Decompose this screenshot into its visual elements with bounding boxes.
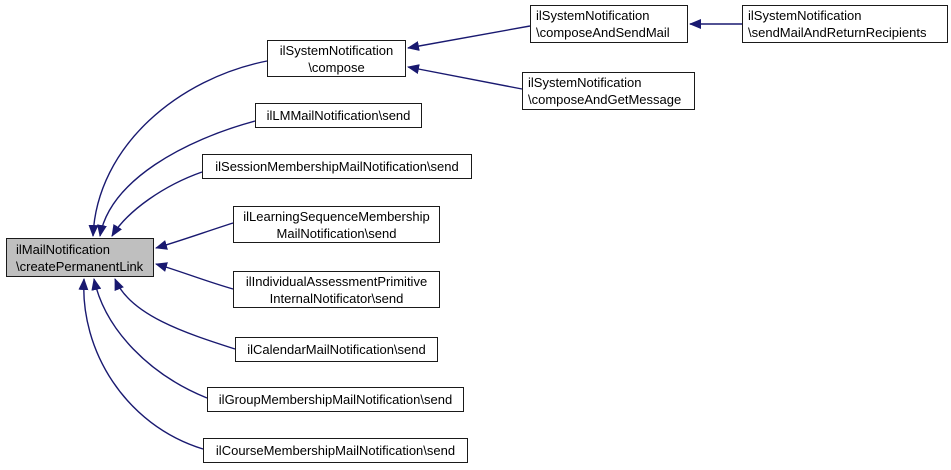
edge-group-to-createPermanentLink	[91, 278, 208, 399]
node-label-line: MailNotification\send	[276, 225, 397, 241]
node-ilSystemNotification-composeAndGetMessage[interactable]: ilSystemNotification \composeAndGetMessa…	[522, 72, 695, 110]
node-label-line: ilCourseMembershipMailNotification\send	[215, 443, 456, 458]
node-label-line: \compose	[308, 59, 365, 75]
edge-composeAndGetMessage-to-compose	[407, 64, 523, 90]
edge-session-to-createPermanentLink	[111, 171, 203, 237]
node-ilCourseMembershipMailNotification-send[interactable]: ilCourseMembershipMailNotification\send	[203, 438, 468, 463]
node-label-line: ilSessionMembershipMailNotification\send	[215, 159, 459, 174]
node-ilLMMailNotification-send[interactable]: ilLMMailNotification\send	[255, 103, 422, 128]
node-ilSystemNotification-sendMailAndReturnRecipients[interactable]: ilSystemNotification \sendMailAndReturnR…	[742, 5, 948, 43]
node-ilSystemNotification-composeAndSendMail[interactable]: ilSystemNotification \composeAndSendMail	[530, 5, 688, 43]
edge-lmMail-to-createPermanentLink	[97, 120, 256, 237]
node-label-line: ilLMMailNotification\send	[266, 108, 411, 123]
node-label-line: ilSystemNotification	[748, 8, 862, 23]
node-ilIndividualAssessmentPrimitiveInternalNotificator-send[interactable]: ilIndividualAssessmentPrimitive Internal…	[233, 271, 440, 308]
node-label-line: \sendMailAndReturnRecipients	[748, 25, 927, 40]
node-label-line: ilIndividualAssessmentPrimitive	[245, 273, 428, 289]
node-label-line: InternalNotificator\send	[269, 290, 404, 306]
node-ilMailNotification-createPermanentLink[interactable]: ilMailNotification \createPermanentLink	[6, 238, 154, 277]
edge-indivAssess-to-createPermanentLink	[155, 262, 234, 290]
node-ilLearningSequenceMembershipMailNotification-send[interactable]: ilLearningSequenceMembership MailNotific…	[233, 206, 440, 243]
node-label-line: ilSystemNotification	[279, 42, 394, 58]
node-label-line: \composeAndSendMail	[536, 25, 670, 40]
node-label-line: ilSystemNotification	[528, 75, 642, 90]
node-ilGroupMembershipMailNotification-send[interactable]: ilGroupMembershipMailNotification\send	[207, 387, 464, 412]
node-ilCalendarMailNotification-send[interactable]: ilCalendarMailNotification\send	[235, 337, 438, 362]
node-ilSystemNotification-compose[interactable]: ilSystemNotification \compose	[267, 40, 406, 77]
node-ilSessionMembershipMailNotification-send[interactable]: ilSessionMembershipMailNotification\send	[202, 154, 472, 179]
node-label-line: \composeAndGetMessage	[528, 92, 682, 107]
edge-composeAndSendMail-to-compose	[407, 25, 531, 51]
node-label-line: ilSystemNotification	[536, 8, 650, 23]
node-label-line: ilLearningSequenceMembership	[243, 208, 430, 224]
node-label-line: ilMailNotification	[16, 241, 110, 257]
edge-calendar-to-createPermanentLink	[114, 278, 236, 350]
edge-course-to-createPermanentLink	[78, 278, 204, 450]
edge-compose-to-createPermanentLink	[88, 60, 268, 237]
edge-learningSeq-to-createPermanentLink	[155, 222, 234, 250]
node-label-line: ilCalendarMailNotification\send	[247, 342, 426, 357]
node-label-line: \createPermanentLink	[16, 258, 144, 274]
node-label-line: ilGroupMembershipMailNotification\send	[218, 392, 453, 407]
